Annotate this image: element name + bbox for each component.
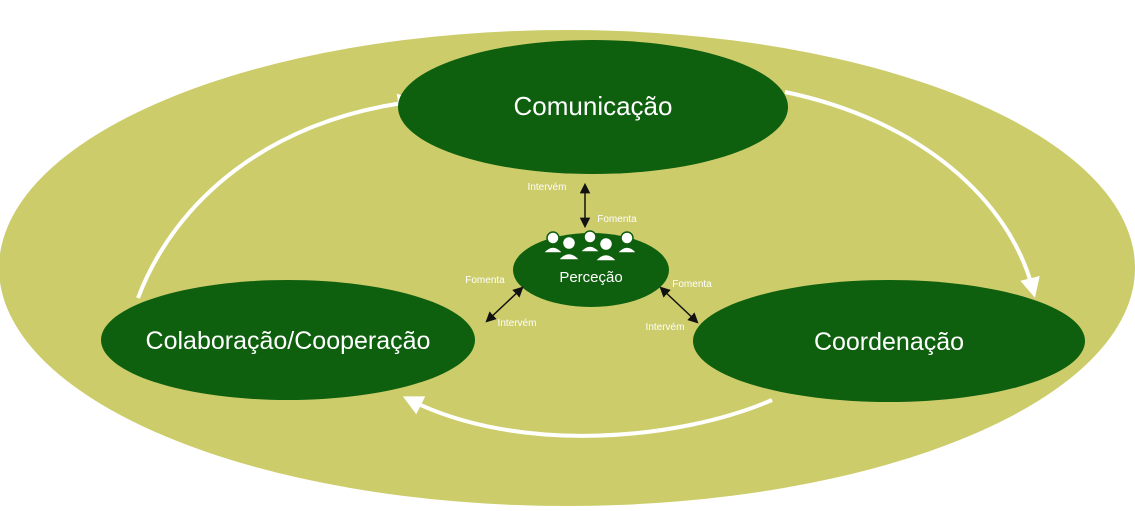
node-colaboracao-label: Colaboração/Cooperação bbox=[146, 327, 431, 355]
node-colaboracao bbox=[101, 280, 475, 400]
cycle-arrow-to-comunicacao bbox=[136, 93, 418, 299]
node-percecao-label: Perceção bbox=[559, 269, 622, 286]
label-right-intervem: Intervém bbox=[646, 322, 685, 333]
label-top-intervem: Intervém bbox=[528, 182, 567, 193]
cycle-arrow-to-colaboracao bbox=[402, 396, 773, 438]
node-coordenacao bbox=[693, 280, 1085, 402]
people-group-icon bbox=[541, 230, 639, 262]
cycle-arrow-to-coordenacao bbox=[784, 90, 1040, 298]
node-comunicacao-label: Comunicação bbox=[514, 91, 673, 121]
connector-right bbox=[659, 286, 699, 324]
node-comunicacao bbox=[398, 40, 788, 174]
label-left-fomenta: Fomenta bbox=[465, 275, 505, 286]
connector-left bbox=[485, 286, 524, 323]
label-left-intervem: Intervém bbox=[498, 318, 537, 329]
label-top-fomenta: Fomenta bbox=[597, 214, 637, 225]
node-coordenacao-label: Coordenação bbox=[814, 328, 964, 356]
label-right-fomenta: Fomenta bbox=[672, 279, 712, 290]
